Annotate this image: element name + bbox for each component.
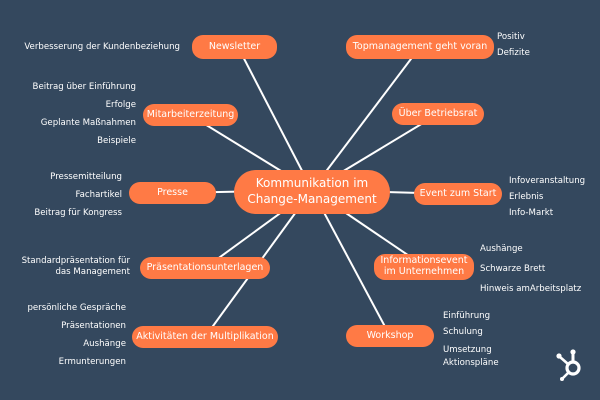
- central-topic-line-1: Kommunikation im: [255, 176, 369, 191]
- multiplikation-item: Aushänge: [83, 339, 126, 349]
- node-infoevent-line-1: Informationsevent: [380, 255, 468, 267]
- node-workshop: Workshop: [346, 325, 434, 347]
- presse-item: Fachartikel: [75, 190, 123, 200]
- topmanagement-item: Defizite: [497, 48, 530, 58]
- newsletter-item: Verbesserung der Kundenbeziehung: [24, 42, 180, 52]
- event-item: Erlebnis: [509, 192, 544, 202]
- node-topmanagement-label: Topmanagement geht voran: [352, 40, 488, 52]
- mitarbeiterzeitung-item: Beitrag über Einführung: [32, 82, 136, 92]
- hubspot-logo-icon: [556, 349, 581, 381]
- node-betriebsrat: Über Betriebsrat: [392, 103, 484, 125]
- presse-item: Pressemitteilung: [50, 172, 122, 182]
- node-multiplikation-label: Aktivitäten der Multiplikation: [136, 330, 274, 342]
- node-infoevent-line-2: im Unternehmen: [383, 266, 465, 277]
- workshop-item: Aktionspläne: [443, 358, 499, 368]
- praesentationsunterlagen-item: Standardpräsentation für das Management: [21, 256, 130, 277]
- workshop-item: Umsetzung: [443, 345, 492, 355]
- node-newsletter-label: Newsletter: [208, 40, 261, 52]
- node-praesentationsunterlagen-label: Präsentationsunterlagen: [146, 261, 264, 273]
- central-topic-line-2: Change-Management: [247, 192, 377, 206]
- infoevent-item: Hinweis amArbeitsplatz: [480, 284, 582, 294]
- multiplikation-item: Ermunterungen: [58, 357, 126, 367]
- infoevent-item: Aushänge: [480, 244, 523, 254]
- node-multiplikation: Aktivitäten der Multiplikation: [132, 326, 278, 348]
- event-item: Infoveranstaltung: [509, 176, 586, 186]
- node-praesentationsunterlagen: Präsentationsunterlagen: [140, 257, 270, 279]
- mitarbeiterzeitung-item: Geplante Maßnahmen: [40, 118, 136, 128]
- mitarbeiterzeitung-item: Beispiele: [97, 136, 136, 146]
- node-betriebsrat-label: Über Betriebsrat: [398, 107, 478, 119]
- node-mitarbeiterzeitung: Mitarbeiterzeitung: [143, 104, 238, 126]
- node-infoevent: Informationsevent im Unternehmen: [374, 254, 474, 280]
- topmanagement-item: Positiv: [497, 32, 525, 42]
- link-topmanagement: [311, 46, 421, 191]
- node-workshop-label: Workshop: [366, 329, 414, 341]
- infoevent-item: Schwarze Brett: [480, 264, 546, 274]
- node-event-label: Event zum Start: [419, 187, 497, 199]
- node-event: Event zum Start: [414, 183, 502, 205]
- workshop-item: Einführung: [443, 311, 491, 321]
- multiplikation-item: persönliche Gespräche: [27, 303, 126, 313]
- event-item: Info-Markt: [509, 208, 554, 218]
- node-newsletter: Newsletter: [192, 35, 277, 59]
- workshop-item: Schulung: [443, 327, 483, 337]
- node-presse: Presse: [129, 182, 216, 204]
- mitarbeiterzeitung-item: Erfolge: [105, 100, 136, 110]
- node-presse-label: Presse: [157, 186, 188, 198]
- multiplikation-item: Präsentationen: [61, 321, 126, 331]
- node-topmanagement: Topmanagement geht voran: [346, 35, 494, 59]
- presse-item: Beitrag für Kongress: [34, 208, 122, 218]
- central-topic: Kommunikation im Change-Management: [234, 170, 390, 214]
- link-newsletter: [237, 46, 313, 191]
- node-mitarbeiterzeitung-label: Mitarbeiterzeitung: [146, 108, 235, 120]
- link-workshop: [311, 189, 391, 337]
